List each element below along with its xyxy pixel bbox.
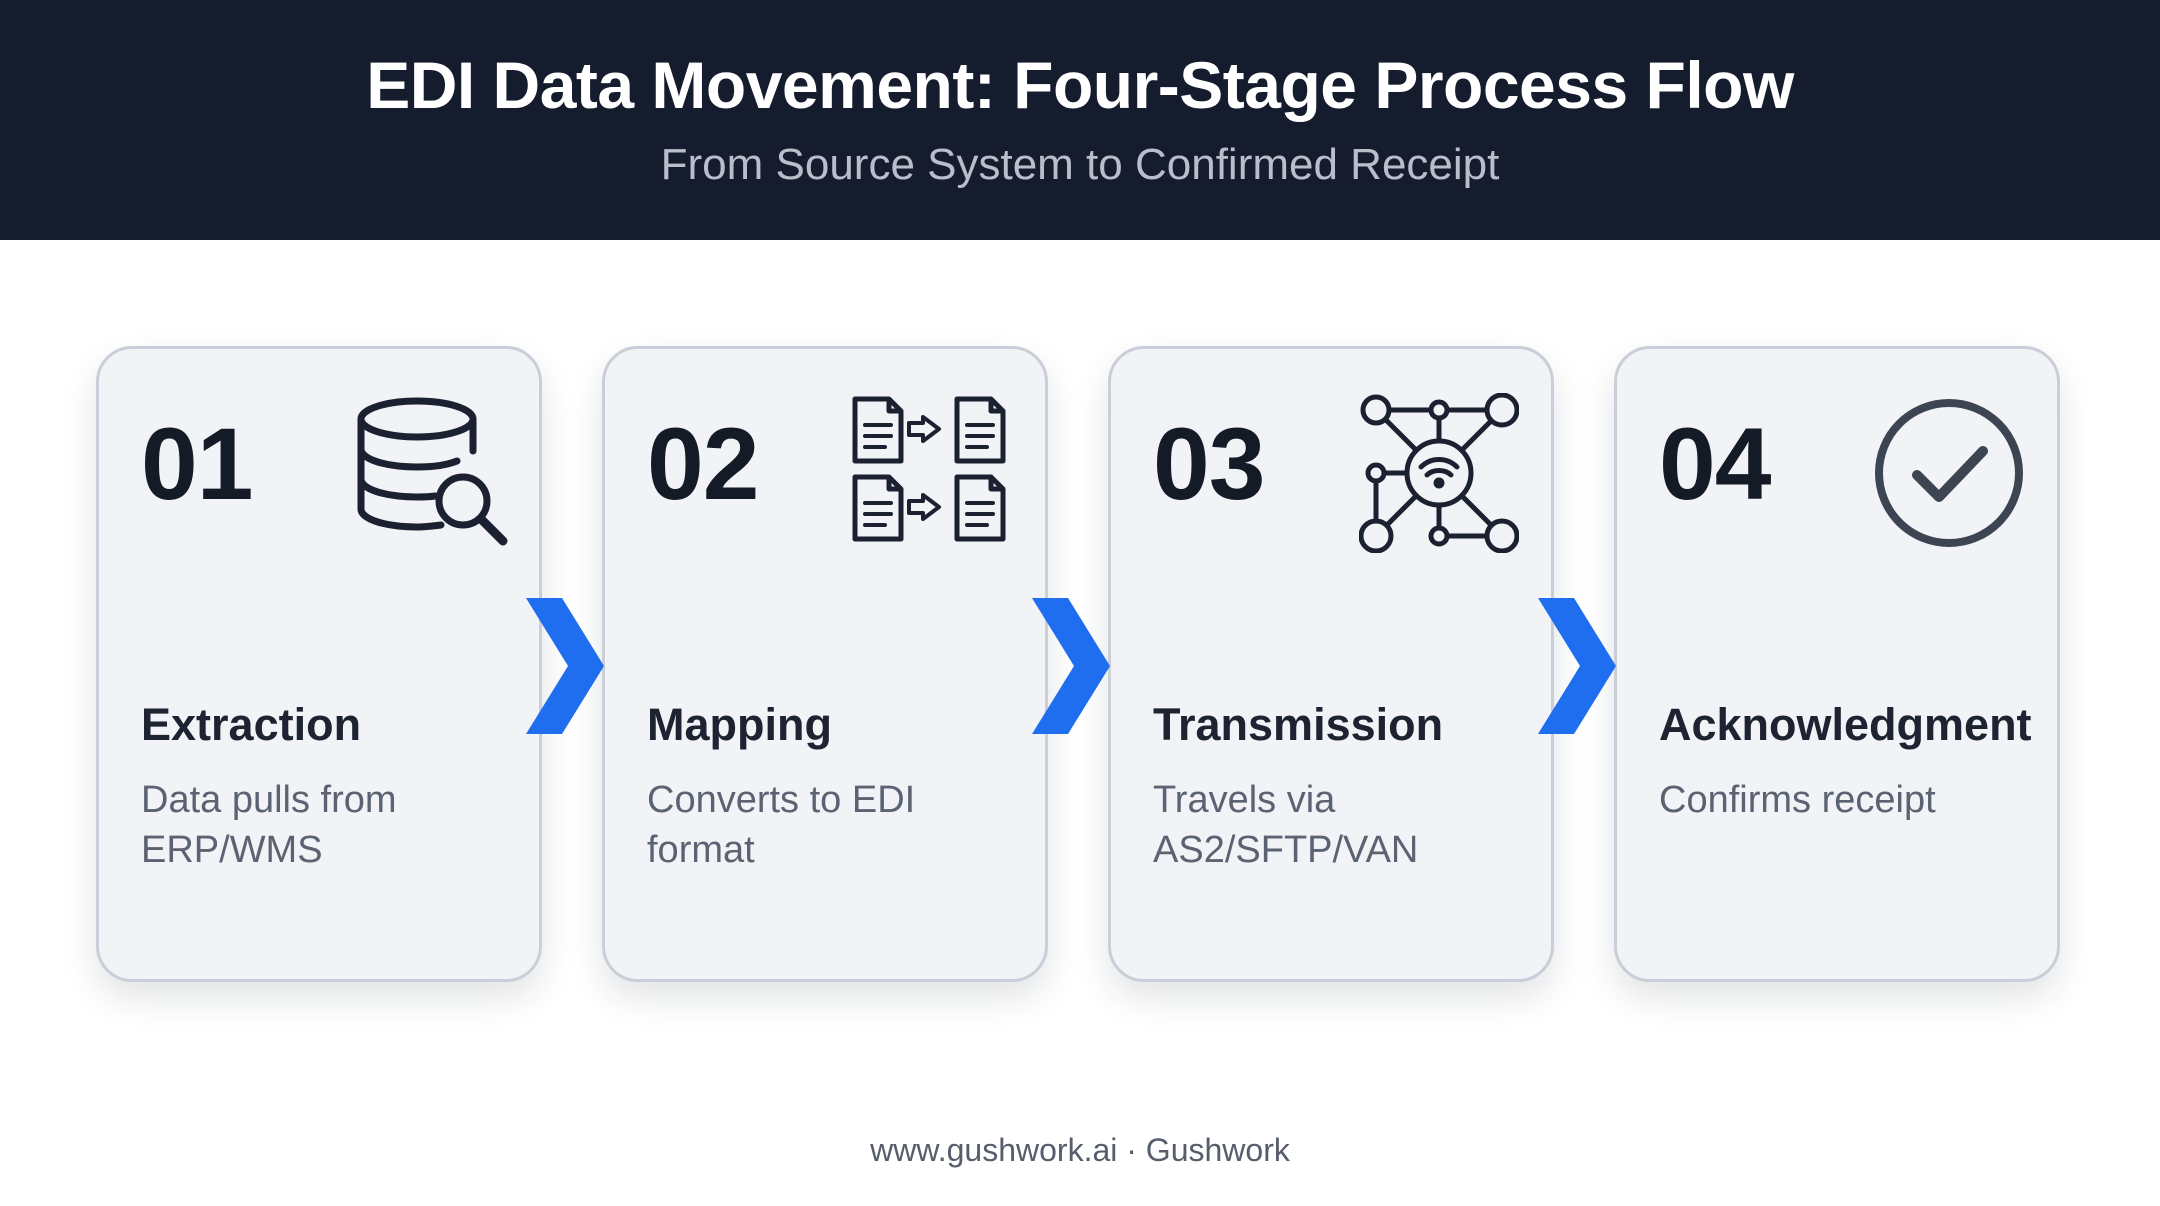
chevron-right-icon bbox=[1538, 598, 1616, 734]
footer-credit: www.gushwork.ai · Gushwork bbox=[870, 1132, 1290, 1168]
stage-card-acknowledgment: 04 Acknowledgment Confirms receipt bbox=[1614, 346, 2060, 982]
page-subtitle: From Source System to Confirmed Receipt bbox=[660, 140, 1500, 189]
stage-title: Extraction bbox=[141, 699, 362, 750]
stage-number: 02 bbox=[647, 407, 759, 521]
header-banner: EDI Data Movement: Four-Stage Process Fl… bbox=[0, 0, 2160, 240]
page-title: EDI Data Movement: Four-Stage Process Fl… bbox=[366, 48, 1794, 122]
checkmark-circle-icon bbox=[1875, 399, 2023, 547]
database-search-icon bbox=[357, 397, 508, 546]
chevron-right-icon bbox=[526, 598, 604, 734]
stage-description: Data pulls from ERP/WMS bbox=[141, 779, 397, 871]
chevron-right-icon bbox=[1032, 598, 1110, 734]
stage-description: Travels via AS2/SFTP/VAN bbox=[1153, 779, 1419, 871]
stage-card-transmission: 03 Transmission Travels via AS2/SFTP/VAN bbox=[1108, 346, 1554, 982]
stage-number: 04 bbox=[1659, 407, 1771, 521]
network-wireless-icon bbox=[1359, 393, 1519, 553]
stage-number: 03 bbox=[1153, 407, 1265, 521]
stage-description: Confirms receipt bbox=[1659, 779, 1936, 821]
stage-number: 01 bbox=[141, 407, 253, 521]
document-convert-icon bbox=[851, 395, 1011, 555]
stage-card-extraction: 01 Extraction Data pulls from ERP/WMS bbox=[96, 346, 542, 982]
stage-title: Acknowledgment bbox=[1659, 699, 2032, 750]
stage-card-mapping: 02 Mapping Converts to EDI format bbox=[602, 346, 1048, 982]
stage-title: Mapping bbox=[647, 699, 832, 750]
stage-title: Transmission bbox=[1153, 699, 1444, 750]
stage-description: Converts to EDI format bbox=[647, 779, 916, 871]
